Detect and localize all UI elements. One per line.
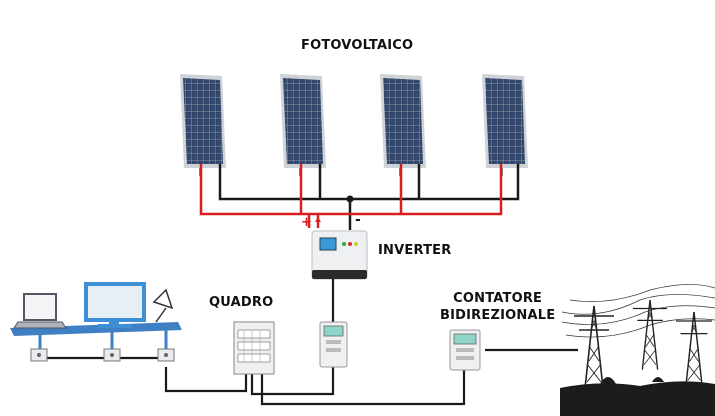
- panel-board-label: QUADRO: [209, 295, 274, 310]
- monitor-icon: [84, 282, 146, 328]
- energy-meter-icon: [319, 321, 348, 368]
- solar-panel-icon: [180, 74, 226, 176]
- dc-negative-wiring: [218, 164, 520, 230]
- solar-panel-icon: [280, 74, 326, 176]
- inverter-icon: [311, 230, 368, 280]
- arrow-up-icon: [315, 217, 321, 222]
- bidirectional-meter-label-line1: CONTATORE: [453, 291, 543, 306]
- negative-terminal: -: [355, 212, 361, 228]
- photovoltaic-label: FOTOVOLTAICO: [301, 38, 414, 53]
- appliances-icon: [10, 282, 182, 362]
- bidirectional-meter-label-line2: BIDIREZIONALE: [440, 308, 556, 323]
- junction-dot: [346, 195, 354, 203]
- positive-terminal: +: [301, 215, 312, 230]
- power-pylon-icon: [560, 284, 715, 416]
- energy-meter-icon: [449, 329, 481, 371]
- inverter-label: INVERTER: [378, 243, 452, 258]
- solar-panel-icon: [380, 74, 426, 176]
- solar-panel-icon: [482, 74, 528, 176]
- laptop-icon: [13, 293, 67, 329]
- lamp-icon: [152, 288, 174, 323]
- electrical-panel-icon: [233, 321, 275, 375]
- ac-wiring: [40, 279, 578, 406]
- bidirectional-meter-label: CONTATORE BIDIREZIONALE: [440, 290, 555, 324]
